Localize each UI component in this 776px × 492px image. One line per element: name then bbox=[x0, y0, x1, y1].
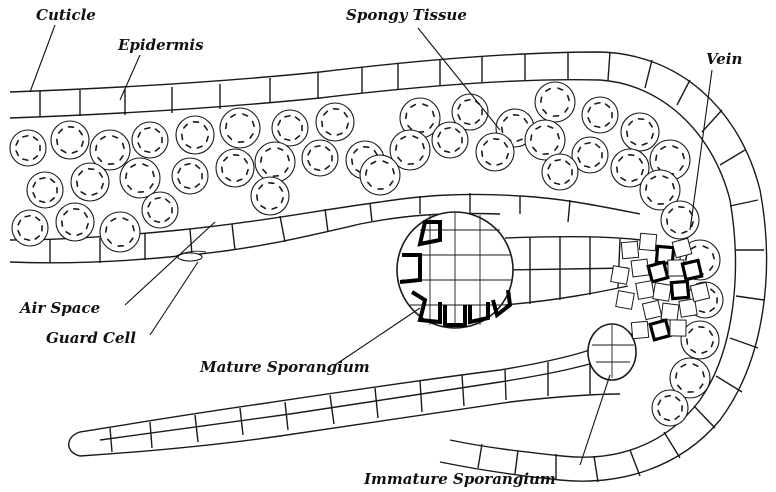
chloroplast bbox=[145, 151, 150, 152]
chloroplast bbox=[315, 146, 320, 147]
chloroplast bbox=[285, 139, 290, 140]
chloroplast bbox=[62, 221, 63, 226]
chloroplast bbox=[352, 159, 353, 164]
chloroplast bbox=[541, 97, 542, 102]
label-guard-cell: Guard Cell bbox=[46, 329, 136, 347]
chloroplast bbox=[595, 126, 600, 127]
chloroplast bbox=[699, 327, 704, 328]
chloroplast bbox=[23, 159, 28, 160]
vein-cell bbox=[639, 233, 656, 250]
chloroplast bbox=[617, 167, 618, 172]
chloroplast bbox=[531, 135, 532, 140]
chloroplast bbox=[185, 164, 190, 165]
vein-cell bbox=[670, 320, 686, 336]
chloroplast bbox=[482, 151, 483, 156]
leader-cuticle bbox=[30, 25, 55, 92]
chloroplast bbox=[406, 113, 407, 118]
chloroplast bbox=[656, 155, 657, 160]
chloroplast bbox=[261, 157, 262, 162]
chloroplast bbox=[555, 160, 560, 161]
chloroplast bbox=[257, 195, 258, 200]
chloroplast bbox=[96, 145, 97, 150]
vein-cell bbox=[672, 238, 692, 258]
chloroplast bbox=[155, 198, 160, 199]
vein-cell bbox=[631, 259, 649, 277]
label-cuticle: Cuticle bbox=[36, 6, 96, 24]
chloroplast bbox=[322, 121, 323, 126]
label-spongy-tissue: Spongy Tissue bbox=[346, 6, 467, 24]
leader-guard-cell bbox=[150, 262, 198, 335]
chloroplast bbox=[686, 255, 687, 260]
chloroplast bbox=[667, 219, 668, 224]
leader-immature-sporangium bbox=[580, 375, 610, 465]
vein-cell bbox=[661, 303, 679, 321]
label-epidermis: Epidermis bbox=[117, 36, 204, 54]
vein-cell bbox=[611, 266, 630, 285]
chloroplast bbox=[182, 134, 183, 139]
chloroplast bbox=[222, 167, 223, 172]
chloroplast bbox=[665, 396, 670, 397]
tongue-outer bbox=[69, 330, 640, 456]
tracheid-cell bbox=[682, 260, 701, 279]
chloroplast bbox=[23, 136, 28, 137]
vein-cell bbox=[642, 300, 661, 319]
chloroplast bbox=[396, 145, 397, 150]
chloroplast bbox=[269, 183, 274, 184]
immature-sporangium bbox=[588, 324, 636, 380]
leader-epidermis bbox=[120, 55, 140, 100]
chloroplast bbox=[126, 173, 127, 178]
vein-cell bbox=[690, 282, 709, 301]
chloroplast bbox=[646, 185, 647, 190]
label-air-space: Air Space bbox=[18, 299, 100, 317]
chloroplast bbox=[627, 131, 628, 136]
chloroplast bbox=[502, 127, 503, 132]
vein-cell bbox=[616, 291, 635, 310]
tracheid-cell bbox=[650, 320, 670, 340]
chloroplast bbox=[285, 116, 290, 117]
label-immature-sporangium: Immature Sporangium bbox=[363, 470, 556, 488]
chloroplast bbox=[57, 139, 58, 144]
vein-cell bbox=[653, 283, 671, 301]
lower-leaf-tongue bbox=[69, 330, 640, 456]
guard-cell bbox=[178, 253, 202, 261]
chloroplast bbox=[366, 170, 367, 175]
chloroplast bbox=[106, 227, 107, 232]
leader-mature-sporangium bbox=[335, 308, 420, 365]
chloroplast bbox=[465, 123, 470, 124]
vein-cell bbox=[636, 281, 655, 300]
tracheid-cell bbox=[671, 281, 688, 298]
chloroplast bbox=[25, 216, 30, 217]
chloroplast bbox=[676, 373, 677, 378]
tracheid-cell bbox=[648, 262, 668, 282]
chloroplast bbox=[40, 178, 45, 179]
chloroplast bbox=[585, 143, 590, 144]
mature-sporangium bbox=[397, 212, 513, 328]
vein-cell bbox=[631, 321, 648, 338]
chloroplast bbox=[595, 103, 600, 104]
chloroplast bbox=[687, 339, 688, 344]
vein-cell bbox=[621, 241, 638, 258]
chloroplast bbox=[445, 128, 450, 129]
chloroplast bbox=[226, 123, 227, 128]
chloroplast bbox=[40, 201, 45, 202]
chloroplast bbox=[145, 128, 150, 129]
label-vein: Vein bbox=[706, 50, 742, 68]
chloroplast bbox=[465, 100, 470, 101]
label-mature-sporangium: Mature Sporangium bbox=[199, 358, 370, 376]
chloroplast bbox=[679, 207, 684, 208]
chloroplast bbox=[77, 181, 78, 186]
